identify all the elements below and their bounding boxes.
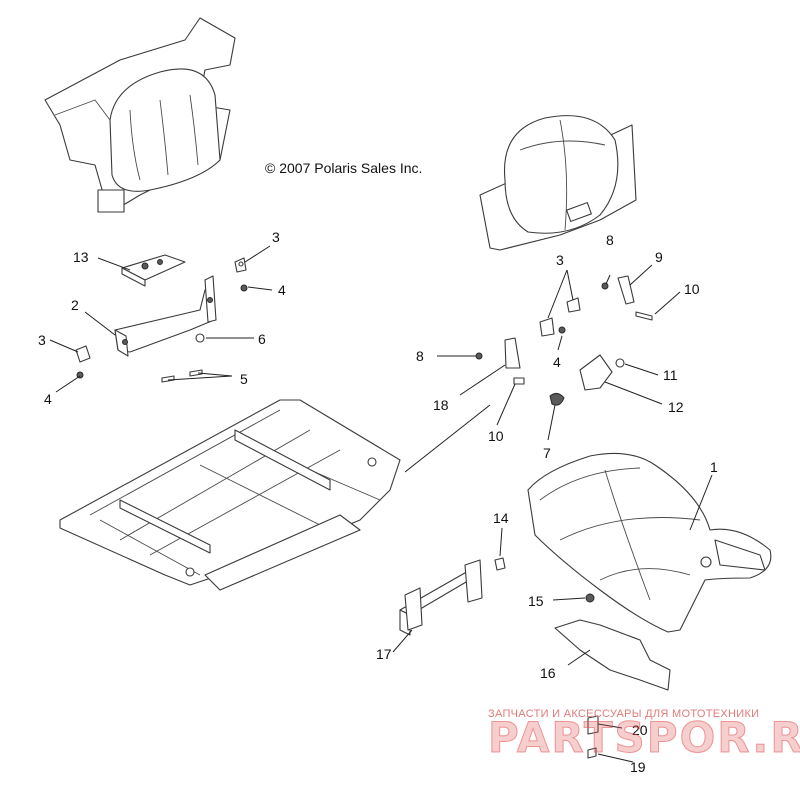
- support-bracket-17: [399, 557, 506, 636]
- watermark-subtitle: ЗАПЧАСТИ И АКСЕССУАРЫ ДЛЯ МОТОТЕХНИКИ: [488, 708, 759, 720]
- callout-13: 13: [73, 249, 89, 265]
- callout-9: 9: [655, 249, 663, 265]
- callout-14: 14: [493, 510, 509, 526]
- callout-15: 15: [528, 593, 544, 609]
- callout-12: 12: [668, 399, 684, 415]
- callout-labels: 13 2 3 4 3 4 6 5 3 4 8 9 10 8 18 10 11 1…: [38, 229, 718, 775]
- callout-3-left: 3: [38, 332, 46, 348]
- hardware-right: [475, 275, 653, 406]
- callout-11: 11: [663, 367, 678, 383]
- watermark-logo: ЗАПЧАСТИ И АКСЕССУАРЫ ДЛЯ МОТОТЕХНИКИ PA…: [488, 708, 800, 763]
- callout-6: 6: [258, 331, 266, 347]
- rear-backrest-pad: [479, 115, 637, 251]
- callout-4-upper: 4: [278, 282, 286, 298]
- callout-4-left: 4: [44, 391, 52, 407]
- callout-19: 19: [630, 759, 646, 775]
- callout-7: 7: [543, 445, 551, 461]
- callout-2: 2: [71, 297, 79, 313]
- seat-1: [527, 452, 772, 633]
- callout-8-upper: 8: [606, 232, 614, 248]
- callout-10-lower: 10: [488, 428, 504, 444]
- vehicle-frame: [59, 399, 401, 591]
- callout-10-upper: 10: [684, 281, 700, 297]
- seat-latch-13: [121, 254, 186, 287]
- callout-18: 18: [433, 397, 449, 413]
- small-fasteners: [585, 593, 599, 759]
- callout-5: 5: [240, 371, 248, 387]
- seat-pad-16: [554, 619, 671, 691]
- watermark-brand: PARTSPOR.RU: [488, 713, 800, 762]
- copyright-text: © 2007 Polaris Sales Inc.: [265, 160, 422, 176]
- callout-4-right: 4: [553, 354, 561, 370]
- callout-17: 17: [376, 646, 392, 662]
- rear-seat-backrest-assembly: [44, 17, 236, 213]
- leader-lines: [49, 245, 713, 763]
- callout-1: 1: [710, 459, 718, 475]
- callout-20: 20: [632, 722, 648, 738]
- callout-3-upper: 3: [272, 229, 280, 245]
- callout-16: 16: [540, 665, 556, 681]
- callout-3-right: 3: [556, 252, 564, 268]
- seat-bracket-2: [114, 275, 217, 357]
- callout-8-lower: 8: [416, 348, 424, 364]
